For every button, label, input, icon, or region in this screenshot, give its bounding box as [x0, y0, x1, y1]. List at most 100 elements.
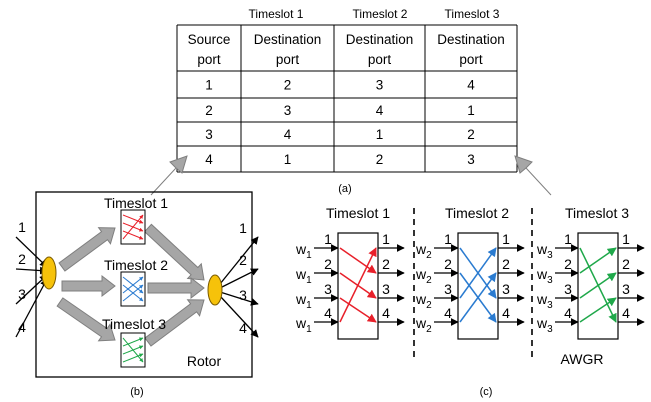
table-cell: 2 — [376, 152, 384, 167]
wavelength-label: w2 — [415, 291, 432, 311]
table-header-cell: Source — [188, 32, 231, 47]
awgr-route-line — [459, 272, 497, 323]
gray-block-arrow — [144, 299, 205, 347]
wavelength-label: w1 — [295, 315, 312, 335]
wavelength-subscript: 3 — [547, 300, 553, 311]
gray-block-arrow — [143, 223, 205, 281]
awgr-label: AWGR — [560, 351, 603, 367]
wavelength-subscript: 2 — [426, 250, 432, 261]
awgr-input-port: 3 — [324, 281, 332, 297]
rotor-input-port: 2 — [18, 251, 26, 267]
rotor-output-port: 2 — [239, 252, 247, 268]
gray-arrow-left — [150, 155, 188, 196]
table-cell: 3 — [467, 152, 475, 167]
wavelength-label: w2 — [415, 315, 432, 335]
awgr-output-port: 4 — [502, 305, 510, 321]
table-cell: 3 — [205, 127, 213, 142]
awgr-input-port: 4 — [444, 305, 452, 321]
wavelength-subscript: 3 — [547, 275, 553, 286]
awgr-input-port: 1 — [564, 231, 572, 247]
awgr-slot-title: Timeslot 1 — [326, 205, 390, 221]
rotor-output-port: 1 — [239, 220, 247, 236]
rotor-switch-link — [122, 345, 144, 355]
awgr-input-port: 1 — [324, 231, 332, 247]
rotor-slot-title: Timeslot 1 — [104, 195, 168, 211]
rotor-output-line — [219, 295, 259, 338]
rotor-input-port: 4 — [18, 319, 26, 335]
table-header-cell: port — [459, 52, 483, 67]
wavelength-subscript: 3 — [547, 250, 553, 261]
rotor-switch-link — [122, 214, 144, 240]
rotor-switch-link — [122, 337, 144, 347]
table-cell: 2 — [205, 103, 213, 118]
awgr-input-port: 4 — [564, 305, 572, 321]
wavelength-label: w1 — [295, 241, 312, 261]
rotor-output-port: 3 — [239, 287, 247, 303]
table-cell: 4 — [376, 103, 384, 118]
awgr-route-line — [339, 247, 377, 274]
wavelength-subscript: 1 — [306, 324, 312, 335]
awgr-input-port: 1 — [444, 231, 452, 247]
awgr-output-port: 3 — [382, 281, 390, 297]
awgr-input-port: 2 — [444, 256, 452, 272]
wavelength-label: w2 — [415, 241, 432, 261]
awgr-output-port: 3 — [502, 281, 510, 297]
table-header-cell: Destination — [254, 32, 322, 47]
rotor-input-port: 3 — [18, 286, 26, 302]
rotor-switch-box — [120, 271, 146, 307]
table-cell: 4 — [205, 152, 213, 167]
table-header-cell: port — [276, 52, 300, 67]
awgr-output-port: 4 — [622, 305, 630, 321]
caption-a: (a) — [338, 183, 351, 195]
wavelength-subscript: 2 — [426, 275, 432, 286]
rotor-switch-link — [122, 353, 144, 363]
table-timeslot-header: Timeslot 1 — [249, 7, 304, 21]
table-cell: 2 — [467, 127, 475, 142]
wavelength-subscript: 2 — [426, 300, 432, 311]
rotor-slot-title: Timeslot 3 — [102, 316, 166, 332]
awgr-output-port: 1 — [622, 231, 630, 247]
rotor-switch-link — [122, 276, 144, 294]
table-cells: Source port Destination port Destination port… — [188, 32, 505, 167]
table-header-cell: port — [197, 52, 221, 67]
rotor-output-line — [219, 268, 259, 289]
splitter-ellipse — [41, 256, 57, 290]
table-cell: 4 — [284, 127, 292, 142]
rotor-switch-link — [122, 230, 144, 240]
awgr-input-port: 3 — [564, 281, 572, 297]
splitter-ellipse — [207, 274, 223, 306]
table-cell: 1 — [205, 78, 213, 93]
gray-arrow-right — [514, 155, 552, 196]
table-cell: 1 — [376, 127, 384, 142]
routing-table: Timeslot 1 Timeslot 2 Timeslot 3 Source p… — [176, 7, 518, 195]
awgr-slot-title: Timeslot 2 — [445, 205, 509, 221]
table-cell: 3 — [284, 103, 292, 118]
awgr-input-port: 2 — [324, 256, 332, 272]
table-timeslot-header: Timeslot 2 — [353, 7, 408, 21]
table-grid — [176, 24, 518, 173]
wavelength-label: w3 — [536, 315, 553, 335]
awgr-slot-title: Timeslot 3 — [565, 205, 629, 221]
rotor-switch-link — [122, 214, 144, 224]
wavelength-subscript: 2 — [426, 324, 432, 335]
awgr-route-line — [579, 272, 617, 299]
awgr-route-line — [459, 247, 497, 299]
rotor-switch-link — [122, 284, 144, 302]
table-cell: 1 — [467, 103, 475, 118]
table-header-cell: Destination — [346, 32, 414, 47]
table-cell: 1 — [284, 152, 292, 167]
awgr-output-port: 2 — [382, 256, 390, 272]
awgr-input-port: 2 — [564, 256, 572, 272]
gray-block-arrow — [56, 297, 116, 342]
table-timeslot-header: Timeslot 3 — [445, 7, 500, 21]
gray-block-arrow — [58, 227, 116, 272]
awgr-route-line — [579, 297, 617, 323]
awgr-route-line — [579, 247, 617, 274]
rotor-input-line — [15, 236, 48, 268]
rotor-output-line — [219, 291, 259, 306]
awgr-output-port: 3 — [622, 281, 630, 297]
wavelength-label: w3 — [536, 241, 553, 261]
